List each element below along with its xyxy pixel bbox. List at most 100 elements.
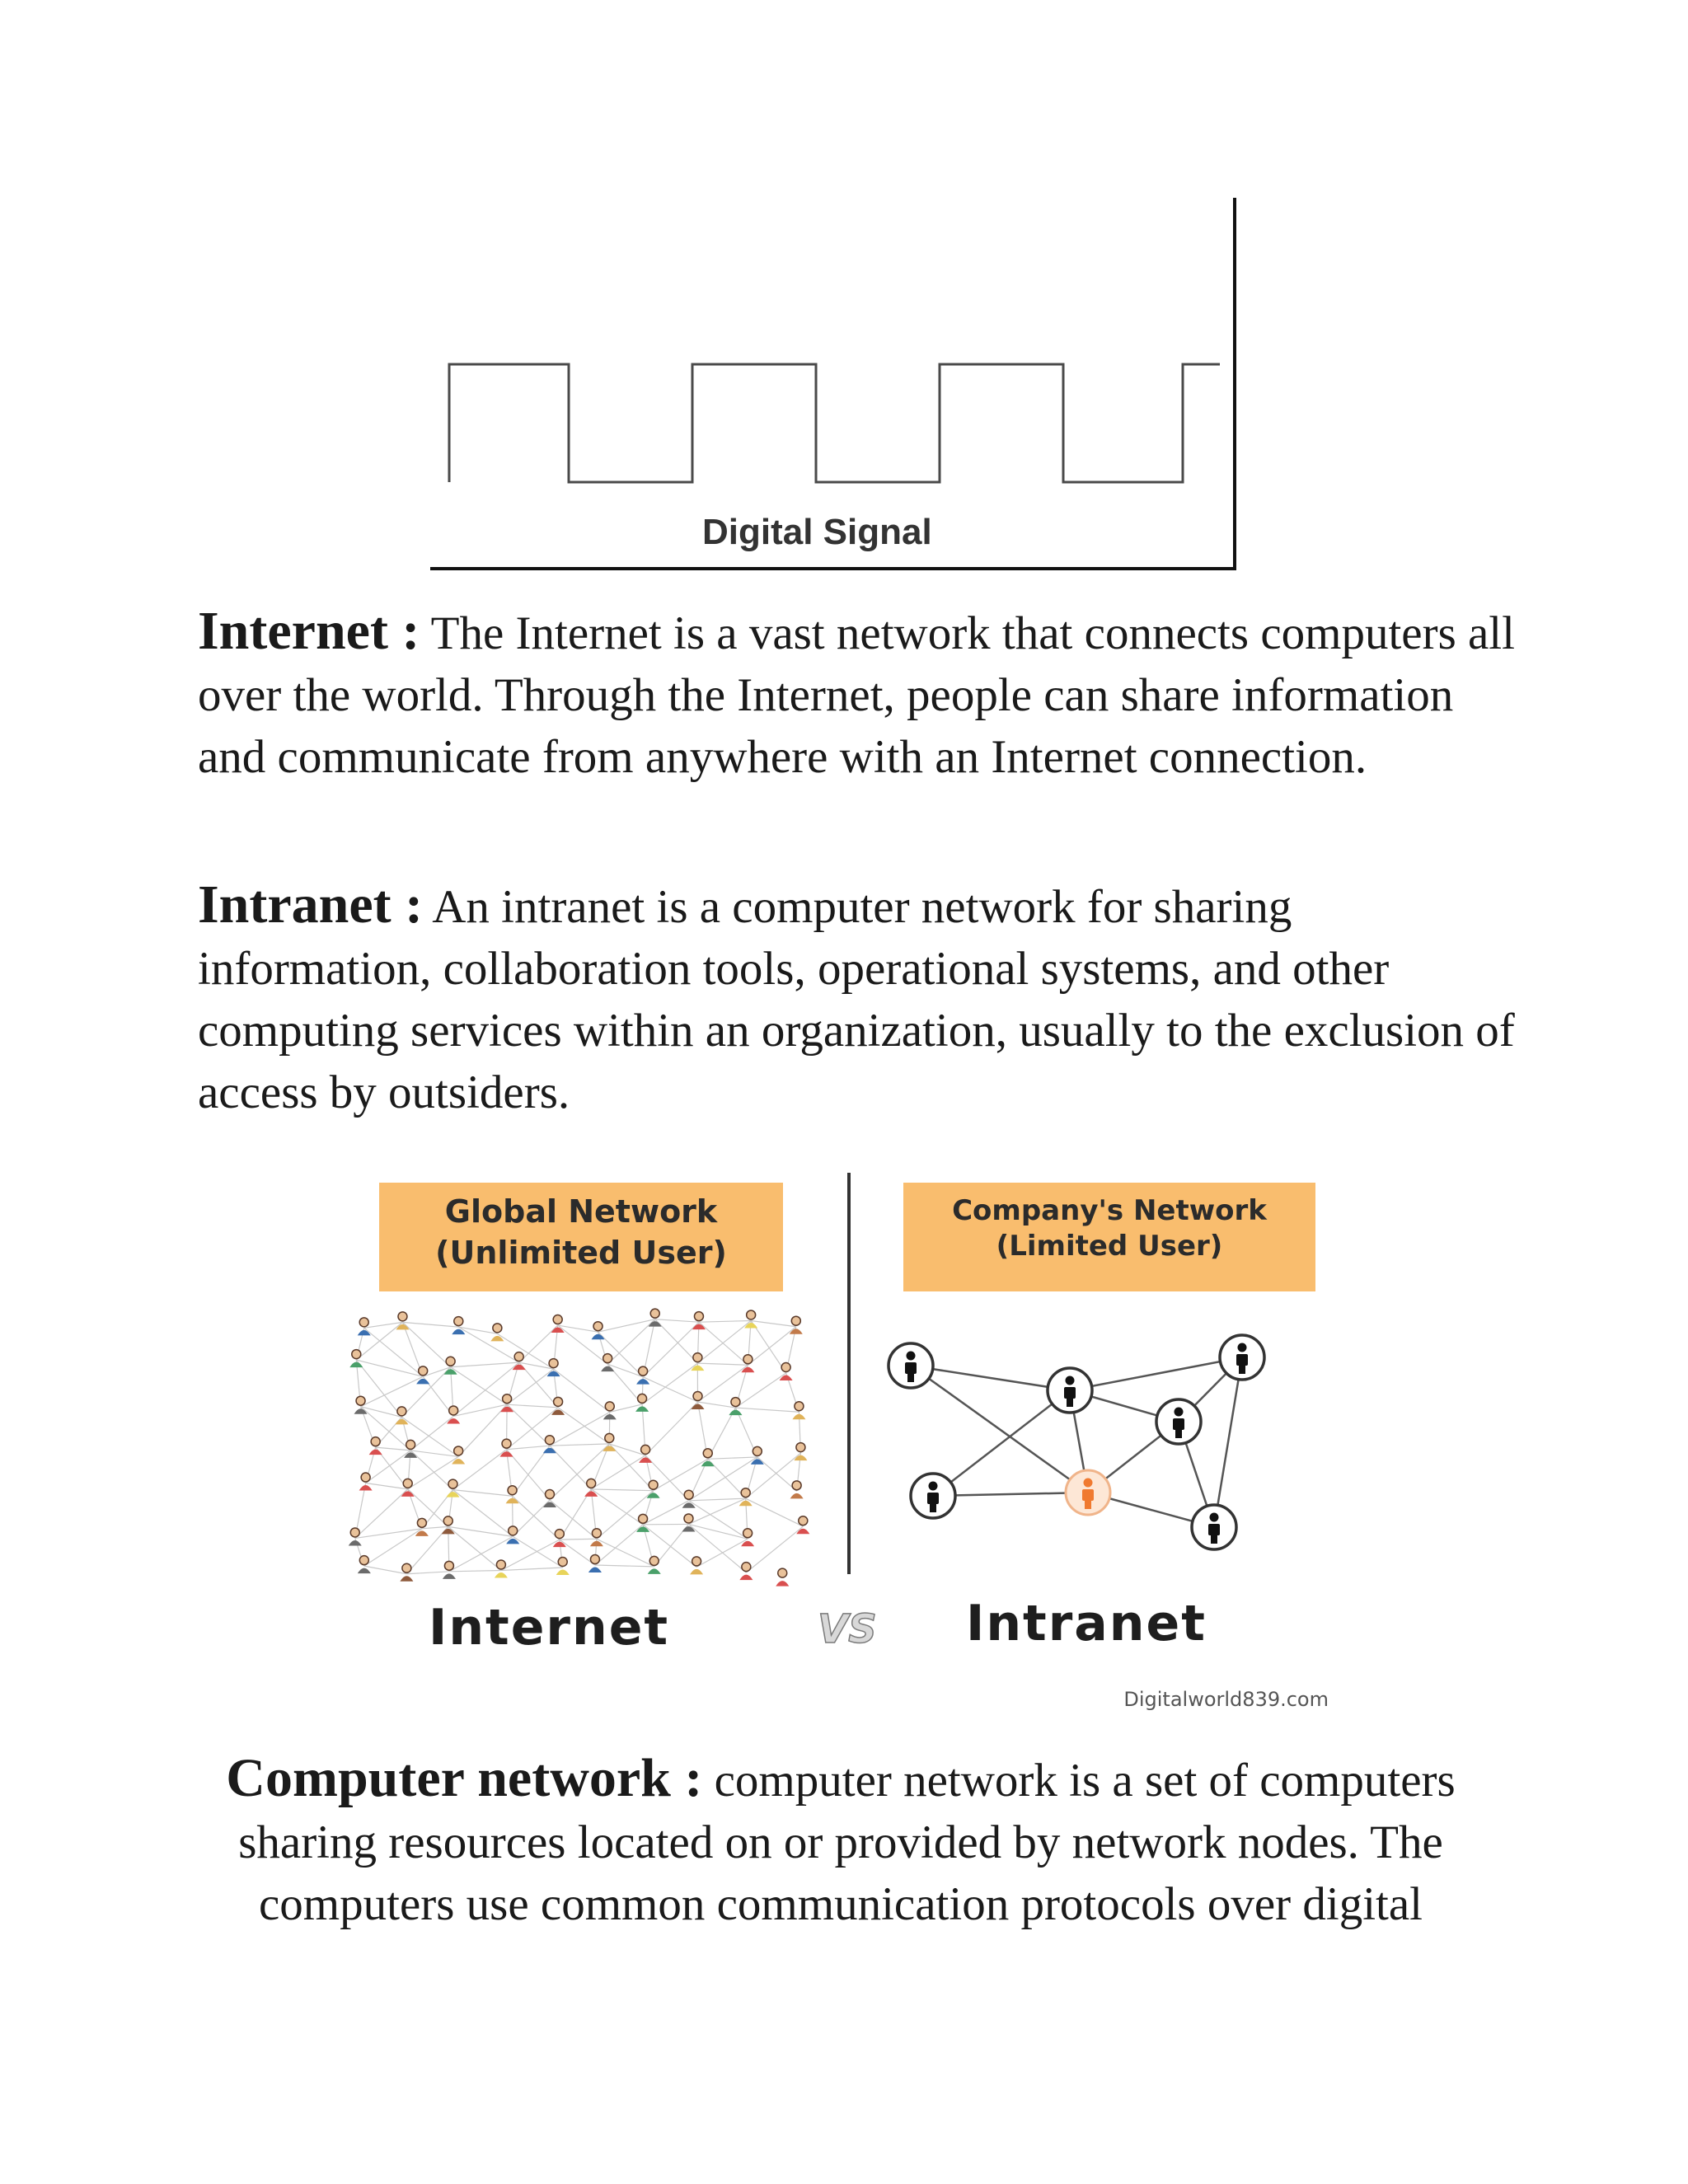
crowd-person-icon	[446, 1479, 460, 1497]
crowd-person-icon	[603, 1432, 617, 1451]
crowd-person-icon	[776, 1568, 790, 1586]
crowd-person-icon	[543, 1488, 557, 1508]
intranet-term: Intranet :	[198, 874, 424, 935]
crowd-person-icon	[603, 1401, 617, 1420]
crowd-person-icon	[506, 1526, 520, 1544]
crowd-person-icon	[499, 1438, 513, 1457]
crowd-person-icon	[796, 1515, 810, 1535]
crowd-person-icon	[691, 1390, 705, 1409]
intranet-definition: Intranet : An intranet is a computer net…	[198, 874, 1517, 1123]
company-network-nodes	[887, 1333, 1266, 1551]
crowd-person-icon	[494, 1559, 508, 1578]
crowd-person-icon	[415, 1517, 429, 1536]
global-crowd-network	[348, 1308, 810, 1586]
crowd-person-icon	[794, 1441, 808, 1461]
computer-network-definition: Computer network : computer network is a…	[165, 1747, 1517, 1935]
internet-vs-intranet-figure: Global Network (Unlimited User) Company'…	[348, 1173, 1329, 1711]
crowd-person-icon	[404, 1439, 418, 1458]
crowd-person-icon	[682, 1513, 696, 1532]
crowd-person-icon	[635, 1393, 649, 1412]
signal-caption: Digital Signal	[702, 512, 932, 552]
crowd-person-icon	[682, 1489, 696, 1508]
square-wave	[448, 363, 1220, 484]
crowd-person-icon	[636, 1366, 650, 1385]
computer-network-text: computer network is a set of computers s…	[238, 1755, 1456, 1930]
computer-network-term: Computer network :	[226, 1748, 703, 1808]
unlimited-user-label: (Unlimited User)	[435, 1235, 727, 1271]
crowd-person-icon	[691, 1352, 705, 1371]
crowd-person-icon	[589, 1528, 603, 1547]
crowd-person-icon	[744, 1310, 758, 1329]
highlighted-user-node-icon	[1064, 1469, 1112, 1516]
crowd-person-icon	[591, 1320, 605, 1340]
crowd-person-icon	[584, 1478, 598, 1497]
crowd-person-icon	[396, 1311, 410, 1330]
crowd-person-icon	[447, 1405, 461, 1424]
crowd-person-icon	[354, 1395, 368, 1414]
crowd-person-icon	[505, 1484, 519, 1504]
crowd-person-icon	[789, 1315, 803, 1334]
global-network-label: Global Network	[445, 1193, 718, 1230]
user-node-icon	[1155, 1398, 1203, 1446]
source-credit: Digitalworld839.com	[1123, 1688, 1329, 1711]
crowd-person-icon	[647, 1555, 661, 1574]
user-node-icon	[1218, 1333, 1266, 1381]
crowd-person-icon	[646, 1479, 660, 1498]
intranet-text: An intranet is a computer network for sh…	[198, 881, 1515, 1118]
user-node-icon	[887, 1342, 935, 1390]
crowd-person-icon	[359, 1472, 373, 1491]
crowd-person-icon	[416, 1366, 430, 1385]
company-network-label: Company's Network	[952, 1194, 1268, 1227]
crowd-person-icon	[490, 1323, 504, 1342]
crowd-person-icon	[400, 1563, 414, 1582]
crowd-person-icon	[648, 1308, 662, 1327]
crowd-person-icon	[442, 1560, 456, 1579]
crowd-person-icon	[690, 1556, 704, 1575]
crowd-person-icon	[792, 1400, 806, 1420]
crowd-person-icon	[639, 1444, 653, 1463]
crowd-person-icon	[636, 1513, 650, 1532]
limited-user-label: (Limited User)	[996, 1230, 1223, 1263]
crowd-person-icon	[738, 1487, 753, 1507]
internet-text: The Internet is a vast network that conn…	[198, 607, 1515, 783]
internet-term: Internet :	[198, 601, 420, 661]
crowd-person-icon	[368, 1436, 382, 1455]
vs-label: VS	[818, 1606, 877, 1652]
crowd-person-icon	[401, 1478, 415, 1497]
crowd-person-icon	[552, 1528, 566, 1548]
internet-definition: Internet : The Internet is a vast networ…	[198, 600, 1517, 788]
internet-label: Internet	[429, 1599, 669, 1657]
crowd-person-icon	[790, 1480, 804, 1499]
crowd-person-icon	[395, 1406, 409, 1425]
crowd-person-icon	[741, 1354, 755, 1373]
crowd-person-icon	[542, 1434, 556, 1454]
crowd-person-icon	[692, 1310, 706, 1330]
user-node-icon	[1046, 1366, 1094, 1414]
crowd-person-icon	[729, 1396, 743, 1416]
user-node-icon	[909, 1472, 957, 1520]
crowd-person-icon	[349, 1348, 363, 1368]
crowd-person-icon	[452, 1446, 466, 1465]
crowd-person-icon	[441, 1516, 455, 1535]
crowd-person-icon	[452, 1315, 466, 1335]
crowd-person-icon	[348, 1527, 362, 1546]
crowd-person-icon	[741, 1528, 755, 1547]
crowd-person-icon	[512, 1351, 526, 1371]
crowd-person-icon	[443, 1356, 457, 1375]
crowd-person-icon	[546, 1357, 560, 1377]
crowd-person-icon	[739, 1561, 753, 1581]
digital-signal-figure: Digital Signal	[430, 198, 1236, 570]
crowd-person-icon	[551, 1396, 565, 1415]
crowd-person-icon	[556, 1556, 570, 1576]
company-network-box	[903, 1183, 1315, 1291]
crowd-person-icon	[750, 1446, 764, 1465]
intranet-label: Intranet	[966, 1595, 1207, 1652]
crowd-person-icon	[357, 1554, 371, 1574]
global-network-box	[379, 1183, 783, 1291]
crowd-person-icon	[601, 1352, 615, 1372]
crowd-person-icon	[357, 1317, 371, 1336]
crowd-person-icon	[701, 1448, 715, 1467]
crowd-person-icon	[779, 1361, 793, 1381]
crowd-person-icon	[551, 1314, 565, 1333]
user-node-icon	[1190, 1503, 1238, 1551]
